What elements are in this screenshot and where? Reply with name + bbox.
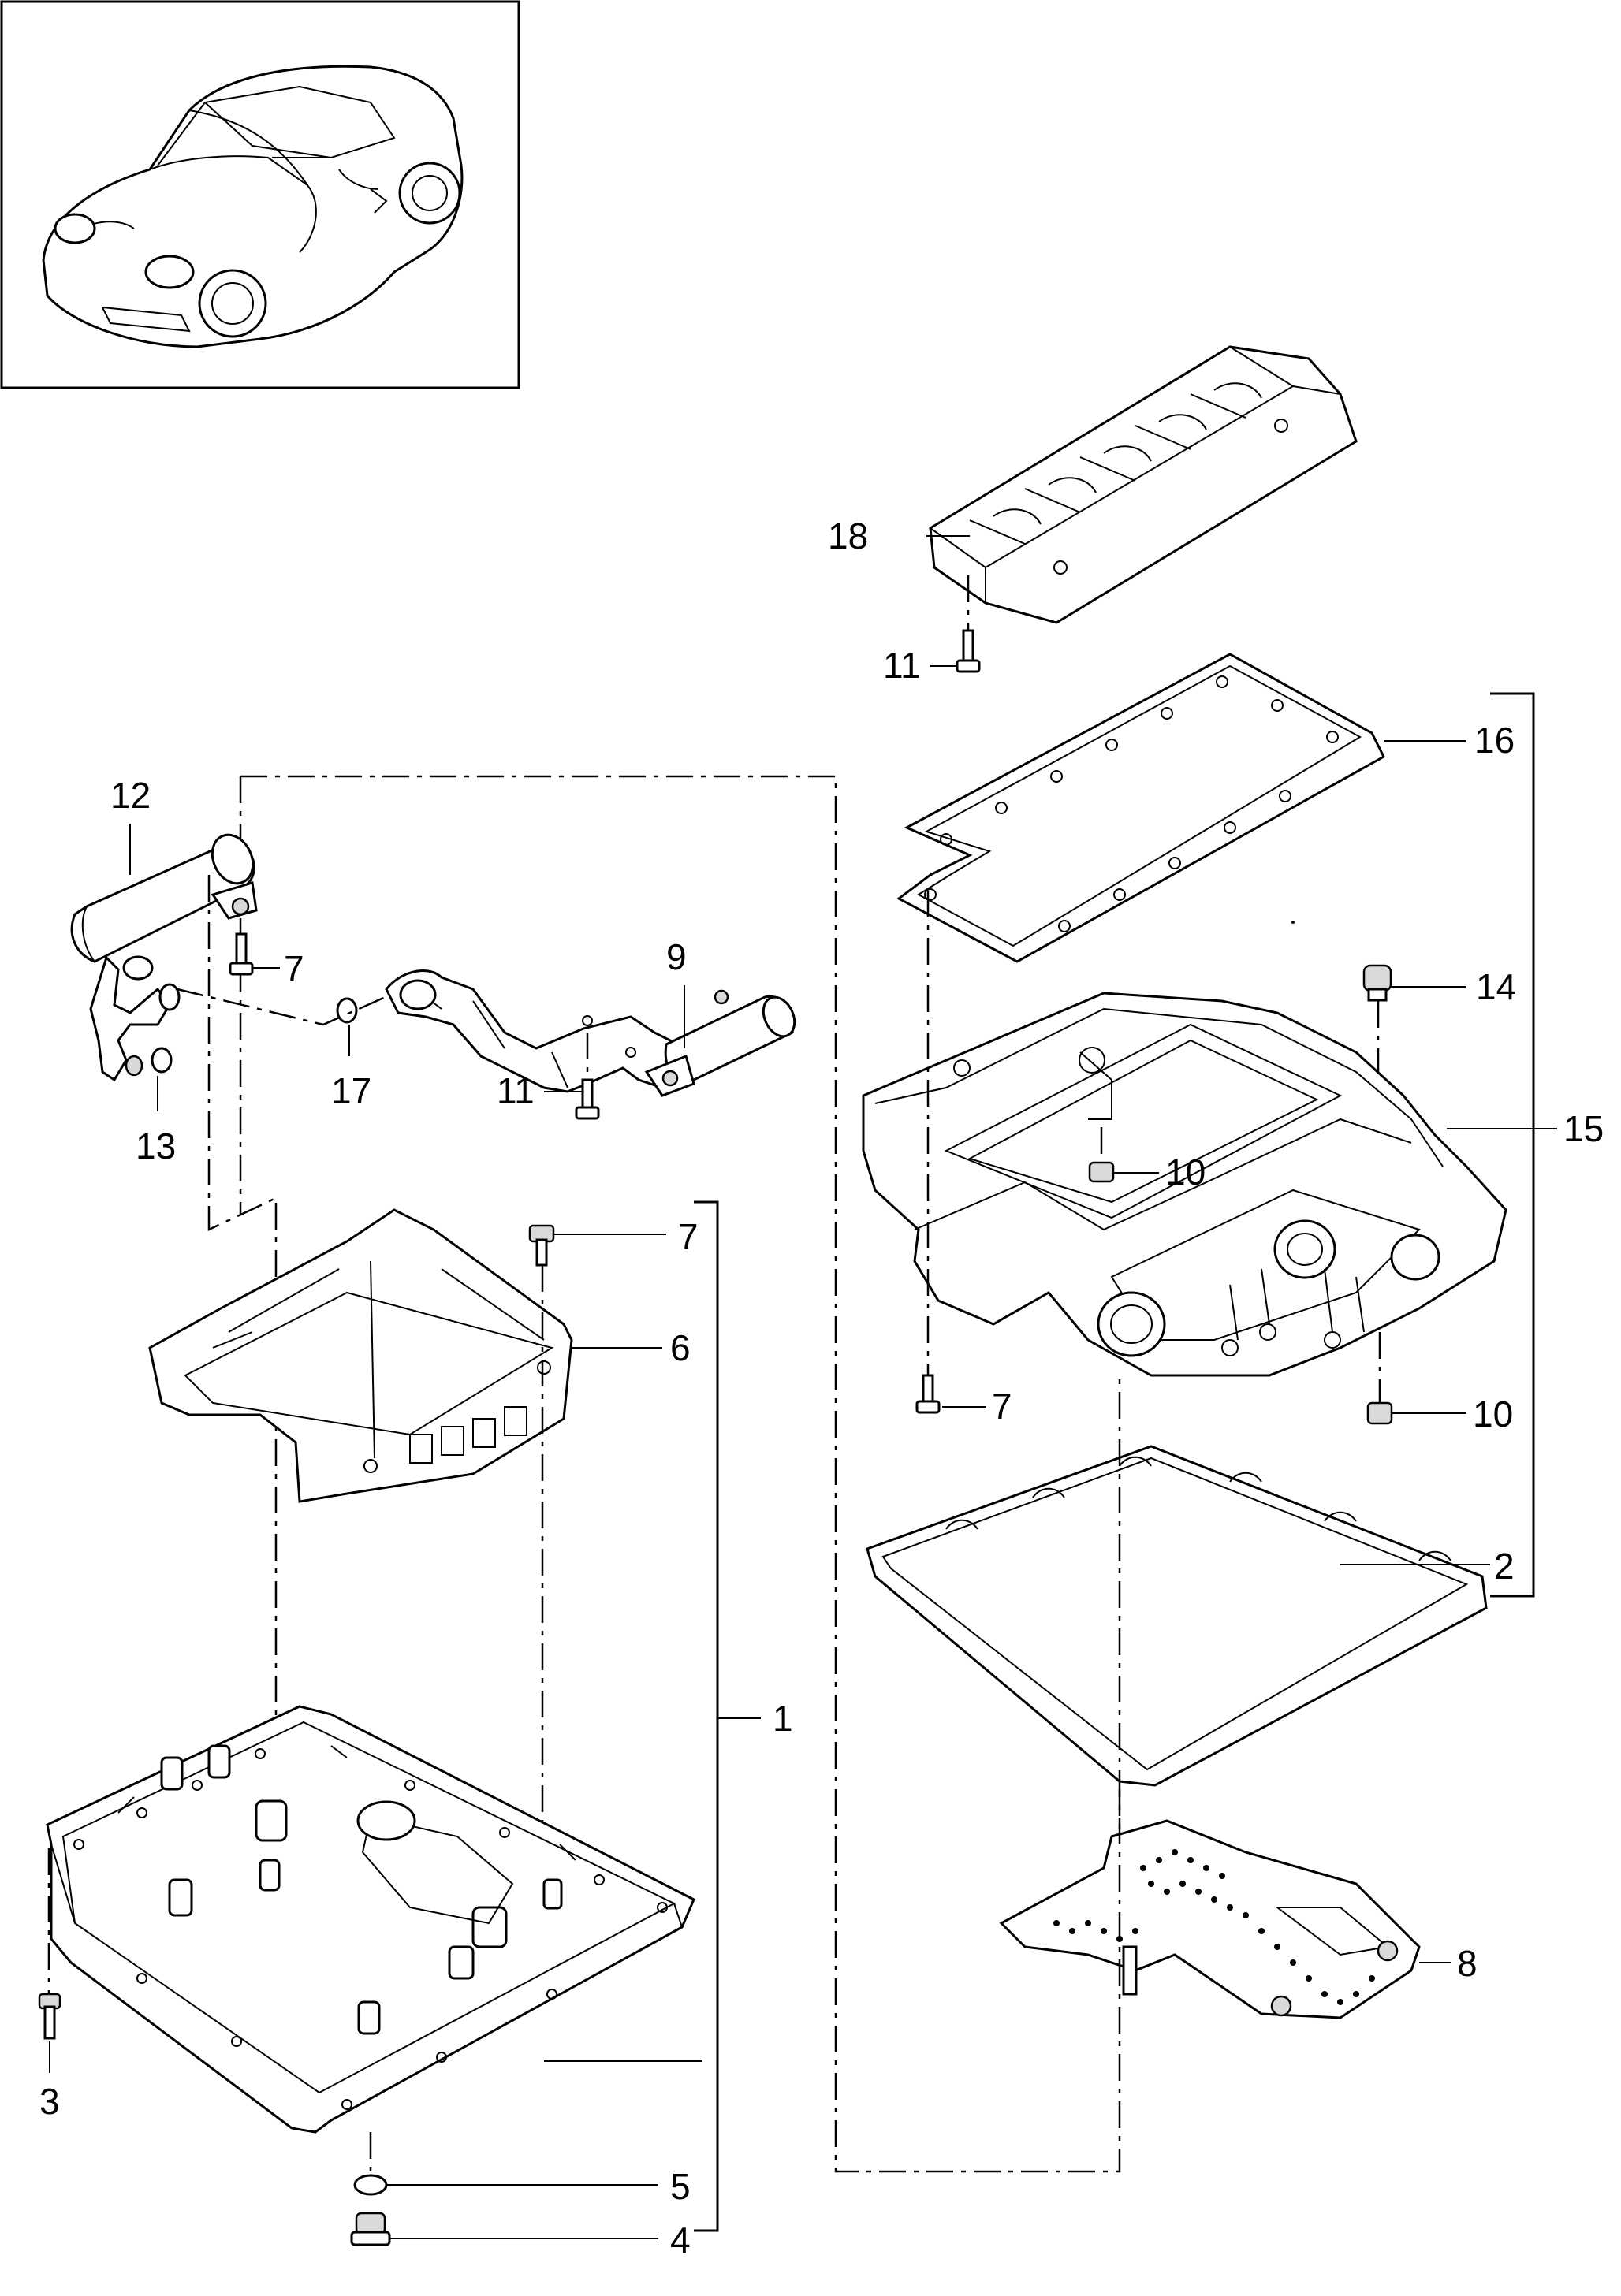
callout-5: 5 <box>670 2166 691 2207</box>
part-2-gasket <box>866 1445 1488 1787</box>
callout-2: 2 <box>1494 1546 1515 1587</box>
part-4-drain-plug <box>350 2212 391 2246</box>
bracket-15 <box>1490 692 1535 1598</box>
part-7-bolt-lower <box>528 1224 555 1267</box>
callout-4: 4 <box>670 2220 691 2261</box>
callout-6: 6 <box>670 1327 691 1368</box>
part-6-frame <box>148 1208 573 1503</box>
part-14-oring <box>151 1047 173 1074</box>
part-10-nut-lower <box>1366 1401 1393 1425</box>
part-16-gasket <box>896 653 1385 963</box>
callout-3-upper: 7 <box>992 1386 1012 1427</box>
part-11-bolt-top <box>956 629 981 673</box>
callout-3-lower: 3 <box>39 2081 60 2122</box>
part-10-nut-upper <box>1088 1161 1115 1183</box>
part-17-plug <box>1362 964 1392 1002</box>
part-15-housing <box>862 992 1507 1377</box>
stray-mark <box>1291 921 1295 924</box>
axis-13 <box>177 988 395 1026</box>
callout-15: 15 <box>1563 1108 1604 1149</box>
callout-16: 16 <box>1474 720 1515 761</box>
callout-9: 9 <box>666 936 687 977</box>
part-3-bolt-upper <box>915 1374 941 1414</box>
part-7-bolt-upper <box>229 932 254 976</box>
part-11-bolt-lower <box>575 1078 600 1120</box>
callout-10-lower: 10 <box>1473 1394 1513 1435</box>
callout-8: 8 <box>1457 1943 1478 1984</box>
callout-17: 14 <box>1476 966 1516 1007</box>
callout-12: 12 <box>110 775 151 816</box>
part-13-oring <box>336 997 358 1024</box>
routing-line-left <box>207 1196 278 1750</box>
car-illustration <box>42 65 464 348</box>
callout-7-upper: 7 <box>284 948 304 989</box>
callout-11-top: 11 <box>883 645 921 686</box>
callout-18: 18 <box>828 515 868 556</box>
callout-10-upper: 10 <box>1165 1152 1206 1193</box>
callout-13: 17 <box>331 1070 371 1111</box>
callout-11-lower: 11 <box>497 1070 535 1111</box>
part-5-washer <box>353 2174 388 2196</box>
part-9-solenoid <box>385 969 796 1097</box>
callout-1: 1 <box>773 1698 793 1739</box>
vehicle-thumbnail <box>0 0 520 389</box>
part-3-bolt-lower <box>38 1993 61 2040</box>
bracket-1 <box>694 1200 719 2232</box>
callout-7-lower: 7 <box>678 1216 699 1257</box>
part-12-accumulator <box>70 833 258 1082</box>
part-18-cover <box>929 345 1358 624</box>
part-1-oil-pan <box>46 1705 695 2134</box>
callout-14: 13 <box>136 1126 176 1167</box>
part-8-filter <box>999 1819 1421 2019</box>
